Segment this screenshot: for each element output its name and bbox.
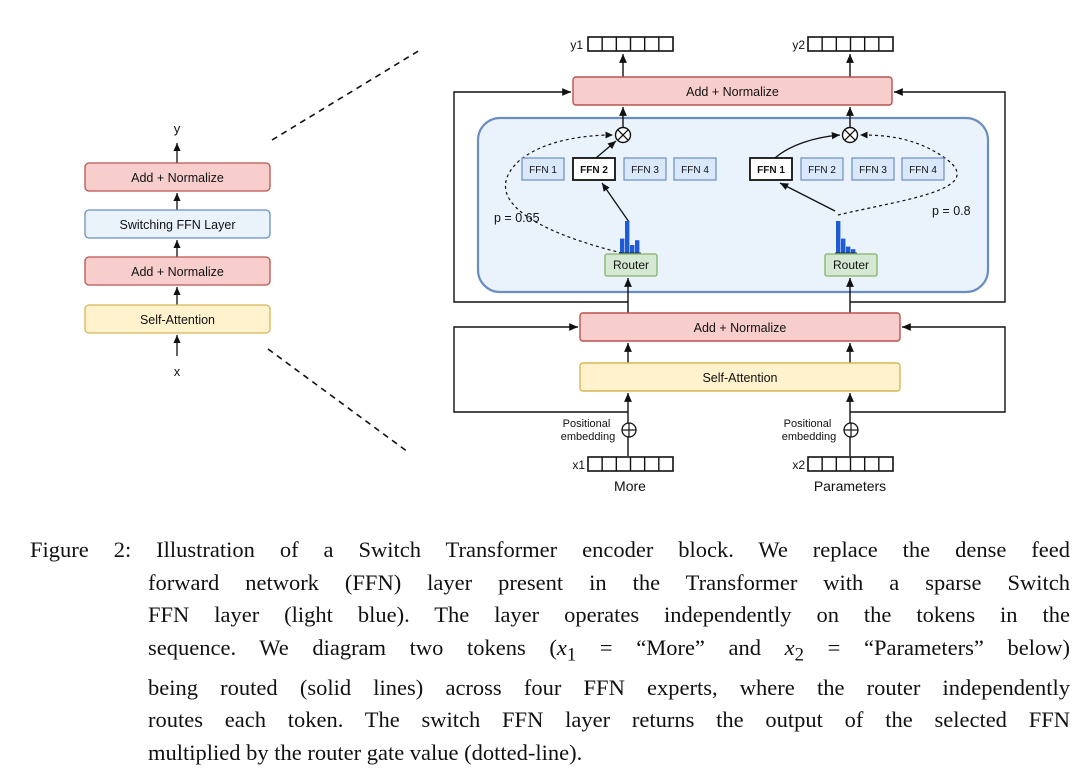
- expert-label: FFN 2: [808, 165, 836, 176]
- input-word-1: More: [614, 478, 646, 494]
- switch-transformer-diagram: y Add + Normalize Switching FFN Layer Ad…: [0, 0, 1080, 525]
- positional-add-2: [844, 423, 858, 437]
- left-add-normalize-bottom-label: Add + Normalize: [131, 265, 224, 279]
- caption-line-5: being routed (solid lines) across four F…: [30, 672, 1070, 705]
- top-add-normalize-label: Add + Normalize: [686, 85, 779, 99]
- switching-ffn-container: [478, 118, 988, 292]
- expert-label: FFN 1: [529, 165, 557, 176]
- left-switching-ffn-label: Switching FFN Layer: [119, 218, 235, 232]
- expert-label: FFN 3: [859, 165, 887, 176]
- input-x1-label: x1: [572, 458, 585, 472]
- router-1-label: Router: [613, 258, 649, 272]
- output-y1: y1: [570, 37, 673, 52]
- left-output-label: y: [174, 121, 181, 136]
- zoom-line-bottom: [268, 349, 408, 452]
- histogram-bar: [635, 240, 639, 253]
- histogram-bar: [851, 249, 855, 253]
- histogram-bar: [846, 247, 850, 253]
- left-stack: y Add + Normalize Switching FFN Layer Ad…: [85, 121, 270, 379]
- input-x2-label: x2: [792, 458, 805, 472]
- caption-line-7: multiplied by the router gate value (dot…: [30, 737, 1070, 769]
- multiply-operator-2: [843, 128, 858, 143]
- input-x1: x1 More: [572, 457, 673, 494]
- output-y2-label: y2: [792, 38, 805, 52]
- prob-label-1: p = 0.65: [494, 211, 540, 225]
- zoom-line-top: [272, 50, 420, 140]
- output-y1-label: y1: [570, 38, 583, 52]
- caption-line-1: Figure 2: Illustration of a Switch Trans…: [30, 534, 1070, 567]
- histogram-bar: [836, 221, 840, 253]
- caption-line-6: routes each token. The switch FFN layer …: [30, 704, 1070, 737]
- positional-embedding-label-1: Positional embedding: [561, 418, 615, 443]
- expert-label: FFN 4: [909, 165, 937, 176]
- expert-label: FFN 2: [580, 165, 608, 176]
- histogram-bar: [630, 245, 634, 253]
- histogram-bar: [625, 221, 629, 253]
- positional-embedding-label-2: Positional embedding: [782, 418, 836, 443]
- caption-line-3: FFN layer (light blue). The layer operat…: [30, 599, 1070, 632]
- router-2-label: Router: [833, 258, 869, 272]
- output-y2: y2: [792, 37, 893, 52]
- caption-line-4: sequence. We diagram two tokens (x1 = “M…: [30, 632, 1070, 672]
- caption-line-2: forward network (FFN) layer present in t…: [30, 567, 1070, 600]
- left-self-attention-label: Self-Attention: [140, 313, 215, 327]
- input-x2: x2 Parameters: [792, 457, 893, 494]
- left-input-label: x: [174, 364, 181, 379]
- figure-caption: Figure 2: Illustration of a Switch Trans…: [30, 534, 1070, 769]
- expert-label: FFN 3: [631, 165, 659, 176]
- caption-figure-label: Figure 2:: [30, 537, 131, 562]
- input-word-2: Parameters: [814, 478, 886, 494]
- self-attention-label: Self-Attention: [702, 371, 777, 385]
- histogram-bar: [620, 239, 624, 253]
- positional-add-1: [622, 423, 636, 437]
- left-add-normalize-top-label: Add + Normalize: [131, 171, 224, 185]
- histogram-bar: [841, 239, 845, 253]
- multiply-operator-1: [616, 128, 631, 143]
- mid-add-normalize-label: Add + Normalize: [694, 321, 787, 335]
- expert-label: FFN 4: [681, 165, 709, 176]
- prob-label-2: p = 0.8: [932, 204, 971, 218]
- expert-label: FFN 1: [757, 165, 785, 176]
